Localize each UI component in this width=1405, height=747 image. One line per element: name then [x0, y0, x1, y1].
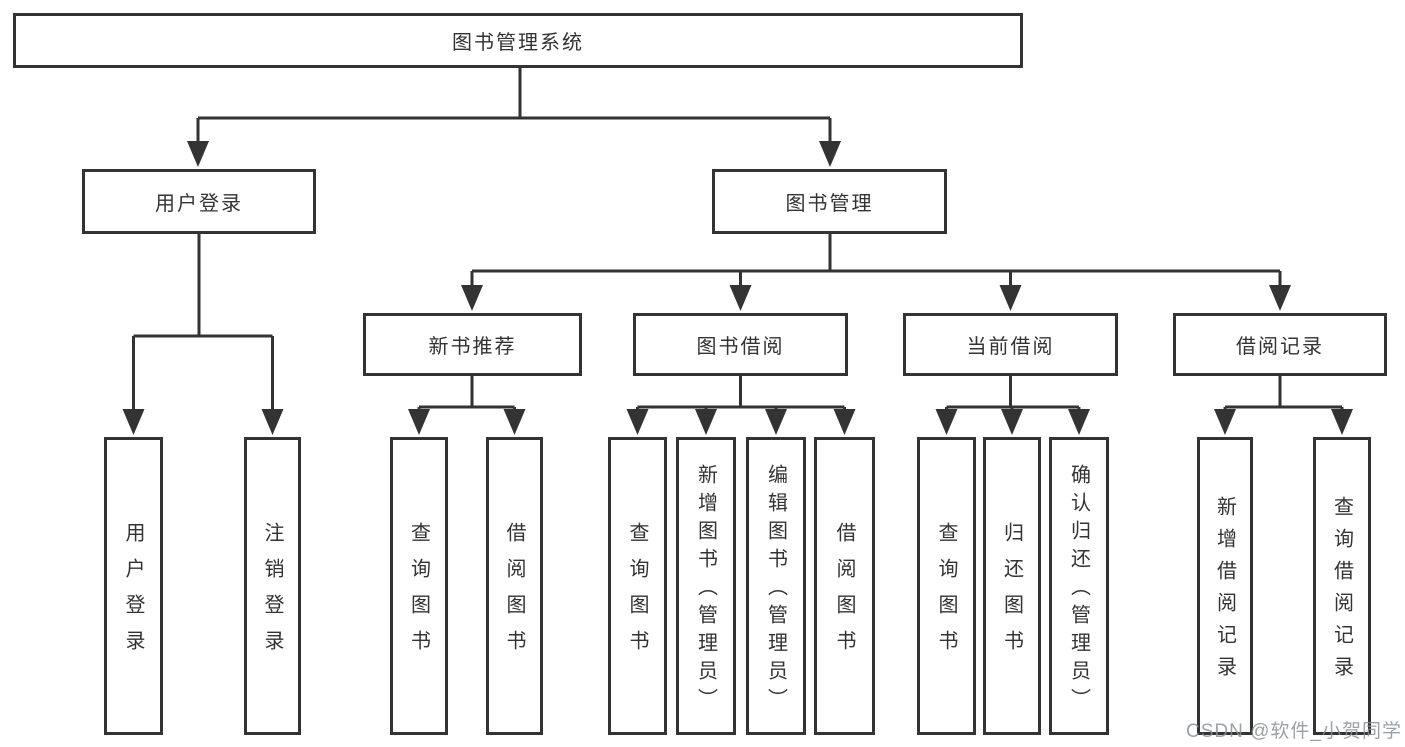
node-label: 注销登录: [261, 522, 283, 666]
node-label: 借阅图书: [503, 522, 525, 666]
leaf-records-add-record: 新增借阅记录: [1197, 437, 1253, 735]
node-book-management: 图书管理: [712, 169, 947, 234]
leaf-borrowing-add-books-admin: 新增图书（管理员）: [676, 437, 736, 735]
node-label: 编辑图书（管理员）: [764, 464, 787, 716]
node-label: 图书管理系统: [452, 32, 584, 54]
node-label: 新增图书（管理员）: [694, 464, 717, 716]
node-label: 确认归还（管理员）: [1067, 464, 1090, 716]
leaf-current-query-books: 查询图书: [917, 437, 976, 735]
node-label: 当前借阅: [966, 336, 1055, 358]
leaf-recommend-query-books: 查询图书: [390, 437, 448, 735]
node-label: 查询图书: [935, 522, 957, 666]
node-book-borrowing: 图书借阅: [633, 313, 848, 376]
node-label: 归还图书: [1000, 522, 1023, 666]
node-label: 新增借阅记录: [1213, 496, 1236, 688]
node-label: 图书借阅: [696, 336, 785, 358]
node-label: 查询图书: [407, 522, 430, 666]
leaf-user-login: 用户登录: [104, 437, 163, 735]
node-root: 图书管理系统: [13, 13, 1023, 68]
leaf-records-query-record: 查询借阅记录: [1313, 437, 1371, 735]
node-label: 新书推荐: [428, 336, 517, 358]
watermark: CSDN @软件_小贺同学: [1186, 721, 1402, 742]
node-label: 查询图书: [626, 522, 648, 666]
leaf-borrowing-edit-books-admin: 编辑图书（管理员）: [746, 437, 806, 735]
leaf-logout: 注销登录: [244, 437, 301, 735]
node-label: 用户登录: [122, 522, 144, 666]
node-borrowing-records: 借阅记录: [1173, 313, 1387, 376]
leaf-current-confirm-return-admin: 确认归还（管理员）: [1049, 437, 1109, 735]
leaf-borrowing-query-books: 查询图书: [608, 437, 667, 735]
leaf-borrowing-borrow-books: 借阅图书: [814, 437, 875, 735]
node-new-book-recommend: 新书推荐: [363, 313, 582, 376]
leaf-current-return-books: 归还图书: [983, 437, 1041, 735]
node-label: 查询借阅记录: [1330, 496, 1353, 688]
node-label: 借阅图书: [833, 522, 855, 666]
node-label: 借阅记录: [1236, 336, 1324, 358]
node-current-borrowing: 当前借阅: [903, 313, 1118, 376]
node-label: 用户登录: [155, 193, 243, 215]
node-user-login: 用户登录: [82, 169, 316, 234]
leaf-recommend-borrow-books: 借阅图书: [486, 437, 543, 735]
node-label: 图书管理: [785, 193, 874, 215]
